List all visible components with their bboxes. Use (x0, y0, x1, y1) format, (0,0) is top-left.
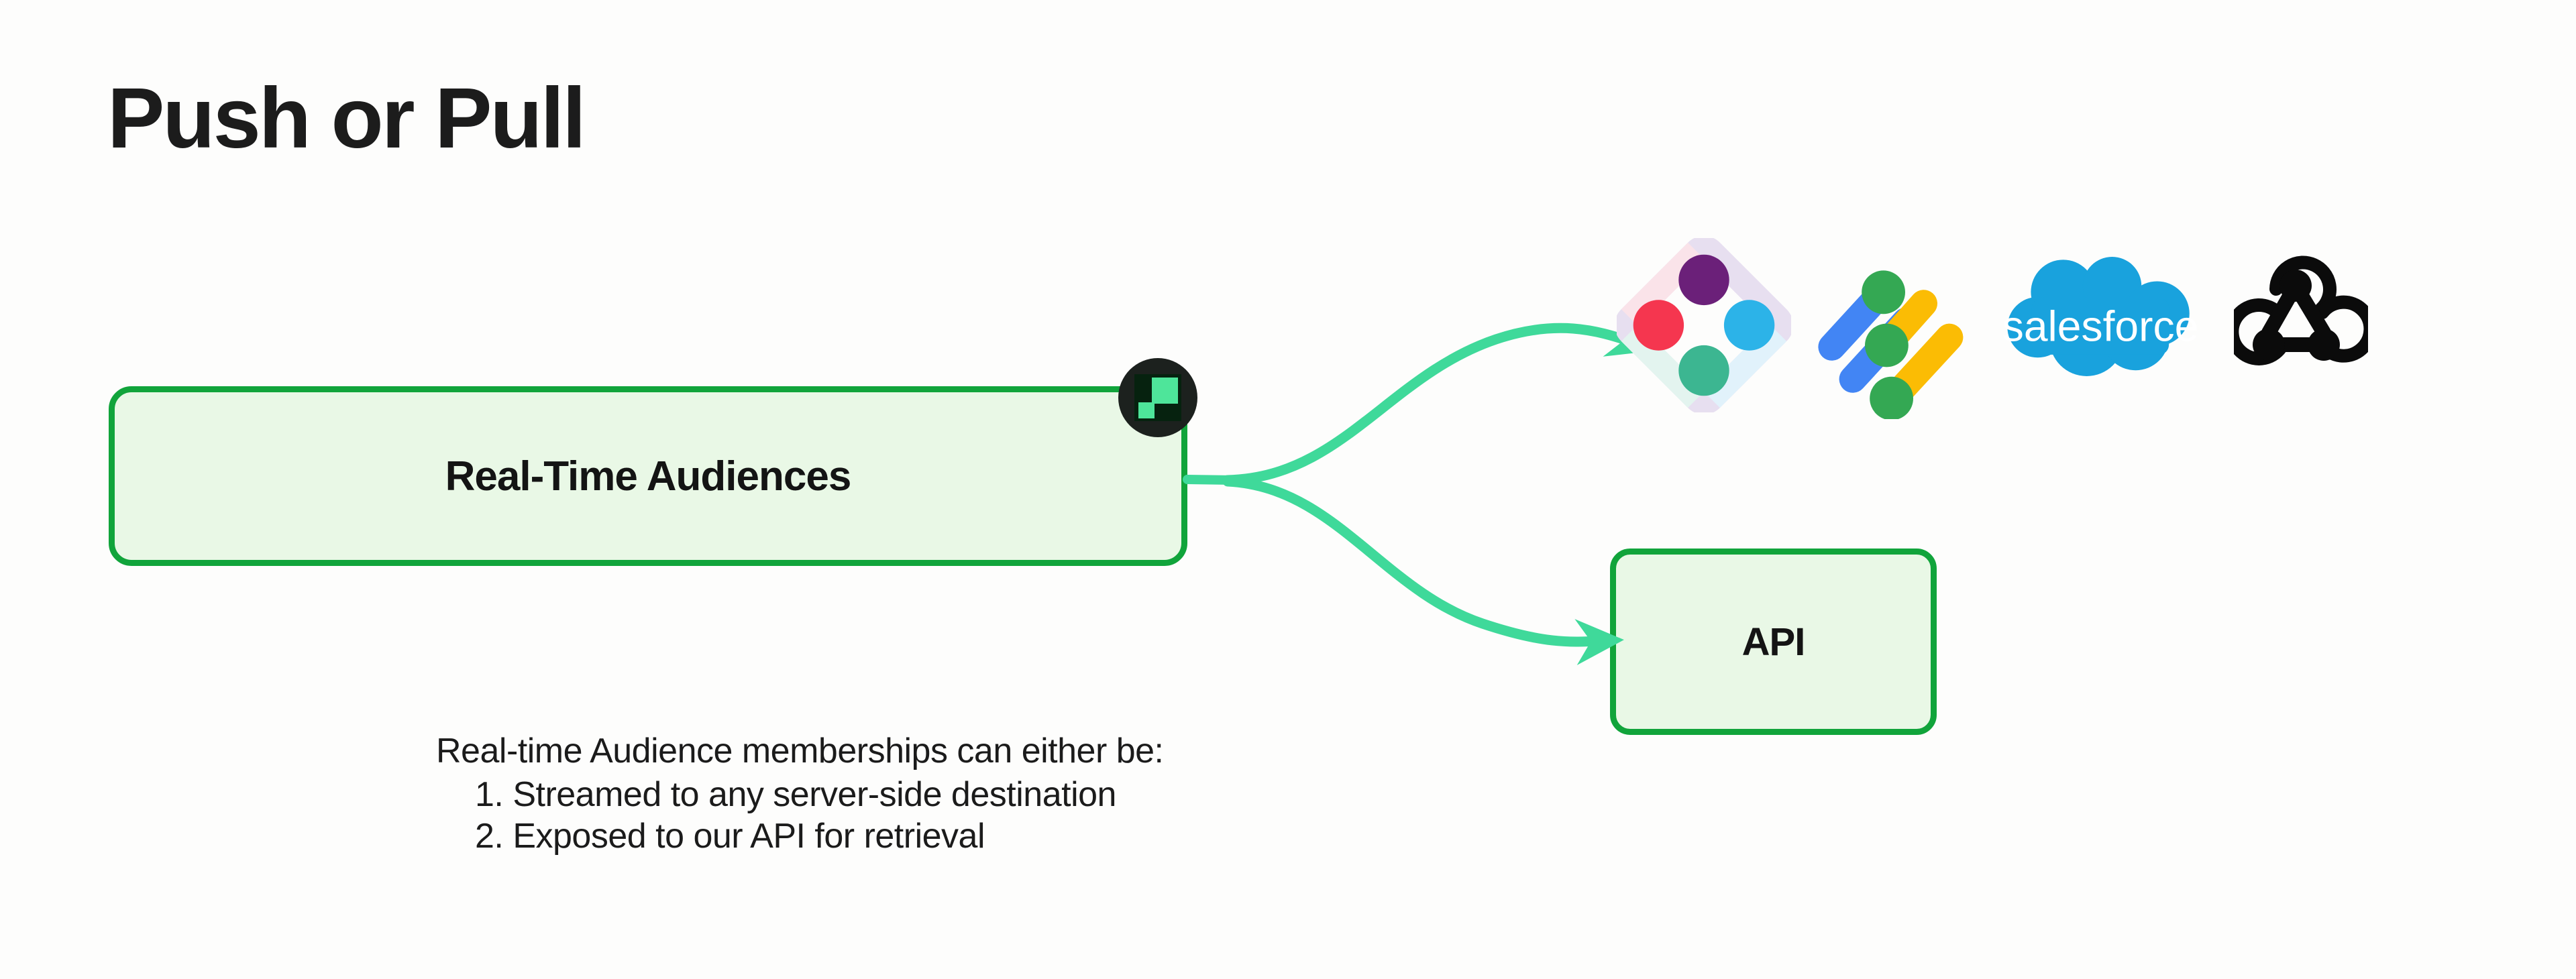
google-marketing-platform-logo[interactable] (1813, 255, 1974, 419)
caption-item-2: 2. Exposed to our API for retrieval (475, 816, 985, 856)
braze-logo[interactable] (1617, 238, 1791, 412)
api-label: API (1741, 620, 1806, 664)
amplitude-badge-icon (1118, 358, 1197, 437)
connector-trunk (1183, 475, 1238, 485)
api-box[interactable]: API (1610, 549, 1937, 735)
destination-logos: salesforce (1617, 238, 2415, 422)
connector-to-api (1222, 476, 1624, 666)
real-time-audiences-label: Real-Time Audiences (445, 453, 852, 500)
caption-lead: Real-time Audience memberships can eithe… (436, 732, 1164, 770)
caption-block: Real-time Audience memberships can eithe… (436, 731, 1164, 857)
badge-square-large (1152, 378, 1178, 404)
real-time-audiences-box[interactable]: Real-Time Audiences (109, 386, 1187, 566)
caption-item-1: 1. Streamed to any server-side destinati… (475, 775, 1116, 815)
badge-square-small (1138, 402, 1155, 418)
salesforce-logo[interactable]: salesforce (2002, 257, 2198, 376)
connector-to-destinations (1222, 312, 1656, 485)
salesforce-wordmark: salesforce (2002, 302, 2198, 350)
page-title: Push or Pull (107, 70, 586, 166)
caption-list: 1. Streamed to any server-side destinati… (436, 774, 1164, 857)
webhook-logo[interactable] (2234, 245, 2368, 386)
badge-mark (1134, 374, 1181, 421)
